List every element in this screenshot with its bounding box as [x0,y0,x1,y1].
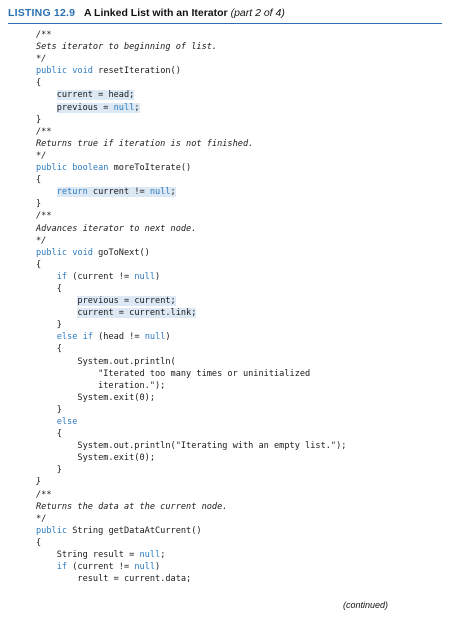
code-line: public String getDataAtCurrent() [36,525,202,536]
listing-title: A Linked List with an Iterator [83,7,228,19]
code-keyword: return [56,187,88,198]
code-line: { [36,429,62,440]
code-line: */ [36,54,47,65]
code-line: Returns the data at the current node. [36,501,228,512]
code-line: public void goToNext() [36,247,150,258]
code-line: result = current.data; [36,574,192,585]
code-line: return current != null; [36,186,446,198]
code-keyword: null [144,332,166,343]
code-line: String result = null; [36,550,166,561]
code-line: if (current != null) [56,562,161,573]
code-line: Sets iterator to beginning of list. [36,42,218,53]
code-line: */ [36,235,47,246]
code-line: } [36,404,62,415]
highlighted-code: previous = null; [56,102,140,113]
code-keyword: null [134,271,156,282]
code-keyword: else [56,332,78,343]
code-line: if (current != null) [56,271,161,282]
continued-note: (continued) [342,600,388,610]
code-line: { [36,283,62,294]
code-line: { [36,344,62,355]
code-keyword: null [134,562,156,573]
code-line: current = current.link; [36,307,446,319]
listing-number: LISTING 12.9 [8,7,76,19]
code-line: System.exit(0); [36,453,155,464]
code-line: { [36,175,42,186]
highlighted-code: current = head; [56,90,135,101]
code-keyword: null [149,187,171,198]
code-line: /** [36,126,52,137]
code-keyword: null [139,550,161,561]
code-line: System.out.println( [36,356,176,367]
highlighted-code: return current != null; [56,187,176,198]
highlighted-code: previous = current; [77,296,176,307]
code-line: /** [36,30,52,40]
code-line: System.exit(0); [36,392,155,403]
code-line: } [36,465,62,476]
code-line: */ [36,513,47,524]
code-line: Returns true if iteration is not finishe… [36,138,254,149]
listing-part: (part 2 of 4) [230,7,285,19]
code-keyword: public [36,163,68,174]
code-line: { [36,537,42,548]
code-line: iteration."); [36,380,166,391]
code-line: previous = null; [36,102,446,114]
code-keyword: else [56,417,78,427]
code-line: public void resetIteration() [36,66,181,77]
code-line: { [36,78,42,89]
code-line: */ [36,150,47,161]
code-line: { [36,259,42,270]
code-keyword: if [82,332,93,343]
highlighted-code: current = current.link; [77,308,197,319]
code-keyword: public [36,525,68,536]
code-line: public boolean moreToIterate() [36,163,192,174]
code-line: else if (head != null) [56,332,171,343]
code-keyword: void [72,247,93,258]
code-line: previous = current; [36,295,446,307]
code-keyword: void [72,66,93,77]
code-keyword: null [113,102,135,113]
code-line: } [36,114,42,125]
code-line: current = head; [36,89,446,101]
code-line: } [36,199,42,210]
code-keyword: boolean [72,163,109,174]
code-keyword: public [36,247,68,258]
code-line: } [36,477,42,488]
code-keyword: public [36,66,68,77]
code-line: System.out.println("Iterating with an em… [36,441,347,452]
code-line: /** [36,489,52,500]
code-line: Advances iterator to next node. [36,223,197,234]
code-line: "Iterated too many times or uninitialize… [36,368,311,379]
code-line: else [36,416,446,428]
code-line: } [36,320,62,331]
code-listing: /**Sets iterator to beginning of list.*/… [36,29,446,585]
code-keyword: if [56,271,68,282]
listing-header: LISTING 12.9 A Linked List with an Itera… [8,6,442,24]
code-line: /** [36,211,52,222]
code-keyword: if [56,562,68,573]
